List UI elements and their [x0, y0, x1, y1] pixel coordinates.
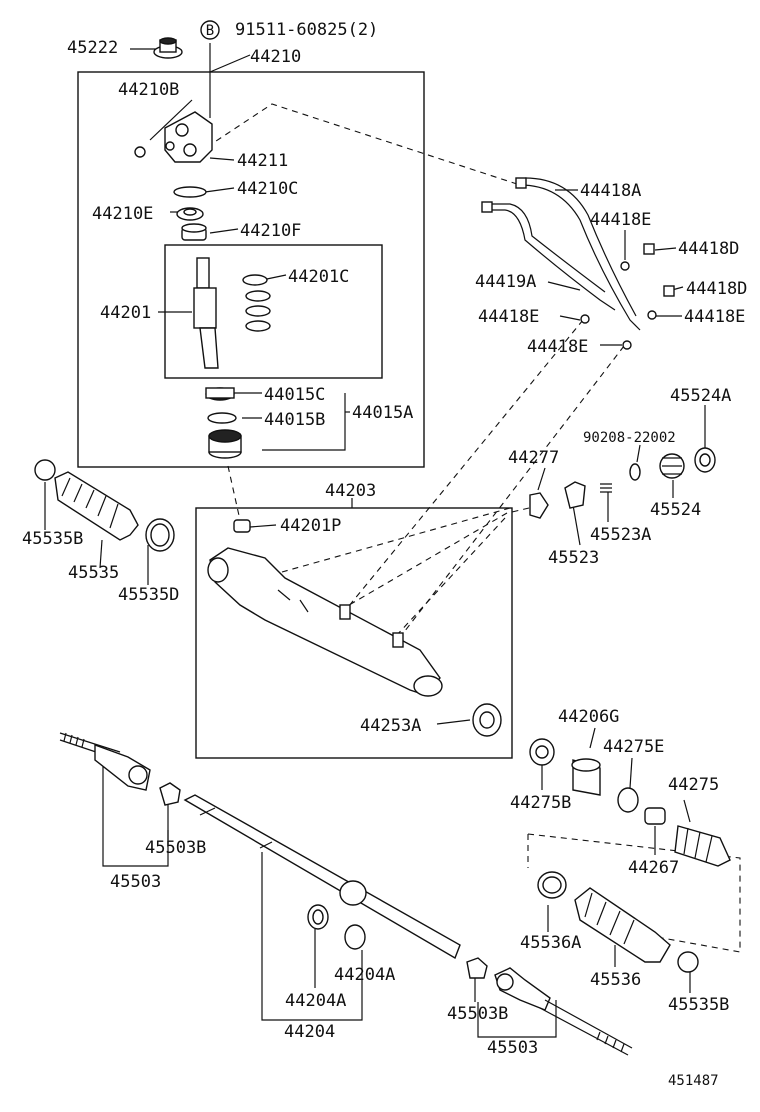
label-45536: 45536: [590, 970, 641, 990]
part-45536-boot-right: [574, 887, 671, 963]
label-45222: 45222: [67, 38, 118, 58]
part-44418a-pipe: [519, 177, 641, 331]
label-44418e-a: 44418E: [590, 210, 651, 230]
part-44015c-bearing: [205, 387, 235, 401]
part-45503-tie-rod-right: [494, 967, 633, 1056]
label-44210: 44210: [250, 47, 301, 67]
label-44275b: 44275B: [510, 793, 571, 813]
part-90208-oring: [629, 463, 641, 481]
part-45535d-clamp-left: [145, 518, 175, 552]
label-44204a-b: 44204A: [285, 991, 346, 1011]
part-labels: 45222 91511-60825(2) 44210 44210B 44211 …: [22, 20, 747, 1089]
label-44201c: 44201C: [288, 267, 349, 287]
part-44211-housing: [164, 111, 213, 163]
part-45523-guide: [564, 481, 586, 509]
label-44206g: 44206G: [558, 707, 619, 727]
part-45503-tie-rod-left: [59, 732, 151, 791]
part-44210b-nut: [134, 146, 146, 158]
part-44275-boot: [674, 825, 731, 867]
part-45535b-clamp-right: [677, 951, 699, 973]
part-45503b-washer-right: [466, 957, 488, 979]
label-45535: 45535: [68, 563, 119, 583]
part-45535-boot-left: [54, 471, 139, 541]
label-44015a: 44015A: [352, 403, 413, 423]
label-44204: 44204: [284, 1022, 335, 1042]
label-44015c: 44015C: [264, 385, 325, 405]
part-44204a-seals: [307, 904, 366, 950]
label-44211: 44211: [237, 151, 288, 171]
label-44419a: 44419A: [475, 272, 536, 292]
label-91511-60825: 91511-60825(2): [235, 20, 378, 40]
leader-lines: [44, 43, 706, 1038]
part-44210f-bearing: [181, 223, 207, 241]
label-44418e-c: 44418E: [684, 307, 745, 327]
label-45523: 45523: [548, 548, 599, 568]
part-45503b-washer-left: [159, 782, 181, 806]
label-44418a: 44418A: [580, 181, 641, 201]
label-44210b: 44210B: [118, 80, 179, 100]
label-44201p: 44201P: [280, 516, 341, 536]
part-45523a-spring: [600, 483, 612, 493]
bolt-marker-letter: B: [206, 23, 214, 39]
part-45536a-clamp: [537, 871, 567, 899]
part-44203-rack-housing: [207, 519, 443, 697]
label-44015b: 44015B: [264, 410, 325, 430]
label-44267: 44267: [628, 858, 679, 878]
label-44275e: 44275E: [603, 737, 664, 757]
part-44267-bushing: [644, 807, 666, 825]
part-44201-valve-shaft: [193, 257, 219, 369]
label-44204a-a: 44204A: [334, 965, 395, 985]
label-45503-b: 45503: [487, 1038, 538, 1058]
label-44203: 44203: [325, 481, 376, 501]
part-44419a-pipe: [488, 203, 616, 311]
label-44418d-a: 44418D: [678, 239, 739, 259]
part-44206g-sleeve: [571, 758, 601, 796]
part-45535b-clamp-left: [34, 459, 56, 481]
part-45524a-nut: [694, 447, 716, 473]
label-44210c: 44210C: [237, 179, 298, 199]
assembly-box-44203: [195, 507, 513, 759]
part-45222-cap: [153, 37, 183, 59]
part-44015b-ring: [207, 412, 237, 424]
label-45524a: 45524A: [670, 386, 731, 406]
label-90208-22002: 90208-22002: [583, 430, 676, 446]
label-45524: 45524: [650, 500, 701, 520]
label-45523a: 45523A: [590, 525, 651, 545]
part-44201c-seal-rings: [242, 274, 271, 332]
label-45503-a: 45503: [110, 872, 161, 892]
assembly-box-44210: [77, 71, 425, 468]
label-45535b-a: 45535B: [22, 529, 83, 549]
figure-number: 451487: [668, 1073, 719, 1089]
part-44210e-seal: [176, 207, 204, 221]
dashed-reference-lines: [206, 103, 741, 953]
label-44253a: 44253A: [360, 716, 421, 736]
part-44015a-plug: [208, 429, 242, 459]
part-44275b-ring: [529, 738, 555, 766]
label-44418e-d: 44418E: [527, 337, 588, 357]
label-44277: 44277: [508, 448, 559, 468]
label-44201: 44201: [100, 303, 151, 323]
part-44210c-oring: [173, 186, 207, 198]
part-44277-yoke: [529, 492, 549, 519]
label-45503b-b: 45503B: [447, 1004, 508, 1024]
part-44204-rack-bar: [183, 794, 461, 960]
label-45503b-a: 45503B: [145, 838, 206, 858]
label-44275: 44275: [668, 775, 719, 795]
label-44418d-b: 44418D: [686, 279, 747, 299]
label-45535d: 45535D: [118, 585, 179, 605]
label-45536a: 45536A: [520, 933, 581, 953]
label-45535b-b: 45535B: [668, 995, 729, 1015]
bolt-marker-icon: B: [200, 20, 220, 40]
label-44418e-b: 44418E: [478, 307, 539, 327]
part-44253a-bushing: [472, 703, 502, 737]
label-44210e: 44210E: [92, 204, 153, 224]
part-44418-fittings: [481, 177, 675, 350]
part-45524-plug: [659, 453, 685, 479]
part-44275e-ring: [617, 787, 639, 813]
label-44210f: 44210F: [240, 221, 301, 241]
